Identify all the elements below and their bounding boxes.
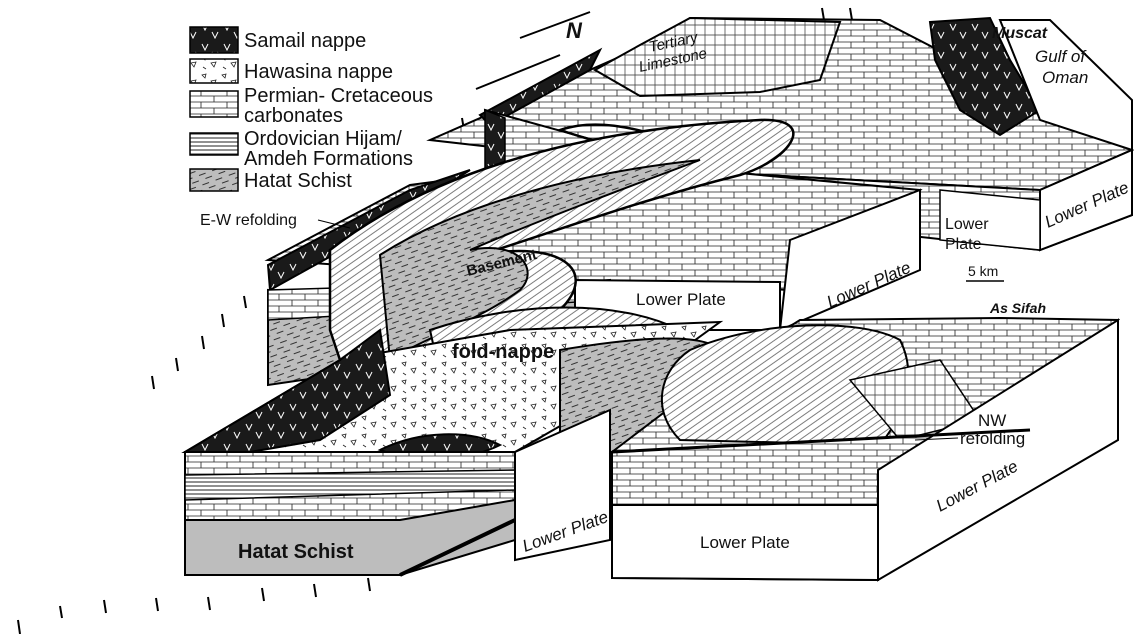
legend-swatch-samail [190,27,238,53]
legend-label-ordovician-2: Amdeh Formations [244,148,413,170]
legend: Samail nappe Hawasina nappe Permian- Cre… [190,27,433,192]
lower-plate-stack-2: Plate [945,236,982,253]
scale-label: 5 km [968,263,998,279]
legend-label-permian-2: carbonates [244,105,343,127]
lower-plate-label-5: Lower Plate [700,533,790,552]
hatat-schist-label: Hatat Schist [238,541,354,563]
ew-refolding-label: E-W refolding [200,212,297,229]
block-front-right [612,318,1118,580]
lower-plate-stack-1: Lower [945,216,989,233]
muscat-label: Muscat [992,25,1048,42]
legend-swatch-hawasina [190,59,238,83]
fold-nappe-label: fold-nappe [452,341,554,363]
legend-label-hatat: Hatat Schist [244,170,352,192]
legend-label-ordovician-1: Ordovician Hijam/ [244,128,402,150]
nw-label-1: NW [978,411,1006,430]
north-label: N [566,18,583,43]
legend-label-samail: Samail nappe [244,30,366,52]
legend-swatch-ordovician [190,133,238,155]
gulf-label-1: Gulf of [1035,47,1087,66]
legend-swatch-permian [190,91,238,117]
lower-plate-label-2: Lower Plate [636,290,726,309]
as-sifah-label: As Sifah [989,300,1046,316]
legend-label-hawasina: Hawasina nappe [244,61,393,83]
legend-label-permian-1: Permian- Cretaceous [244,85,433,107]
legend-swatch-hatat [190,169,238,191]
gulf-label-2: Oman [1042,68,1088,87]
nw-label-2: refolding [960,429,1025,448]
